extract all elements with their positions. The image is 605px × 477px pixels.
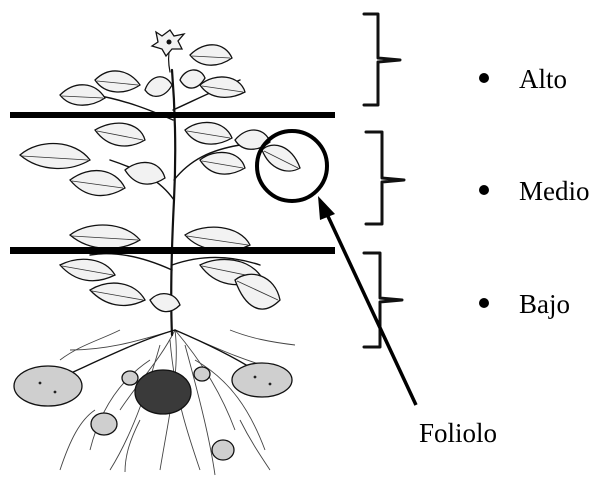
level-label-bajo: Bajo bbox=[519, 289, 570, 319]
divider-line-upper bbox=[10, 112, 335, 118]
divider-line-lower bbox=[10, 247, 335, 254]
bullet-medio bbox=[479, 185, 489, 195]
tubers bbox=[14, 363, 292, 460]
brace-medio bbox=[366, 132, 404, 224]
callout-label-foliolo: Foliolo bbox=[419, 418, 497, 448]
level-label-alto: Alto bbox=[519, 64, 567, 94]
flower bbox=[152, 30, 184, 72]
brace-alto bbox=[364, 14, 400, 105]
upper-leaves bbox=[60, 45, 245, 105]
lower-leaves bbox=[60, 225, 280, 312]
bullet-bajo bbox=[479, 298, 489, 308]
level-label-medio: Medio bbox=[519, 176, 590, 206]
foliolo-leaflet bbox=[262, 145, 300, 171]
bullet-alto bbox=[479, 73, 489, 83]
